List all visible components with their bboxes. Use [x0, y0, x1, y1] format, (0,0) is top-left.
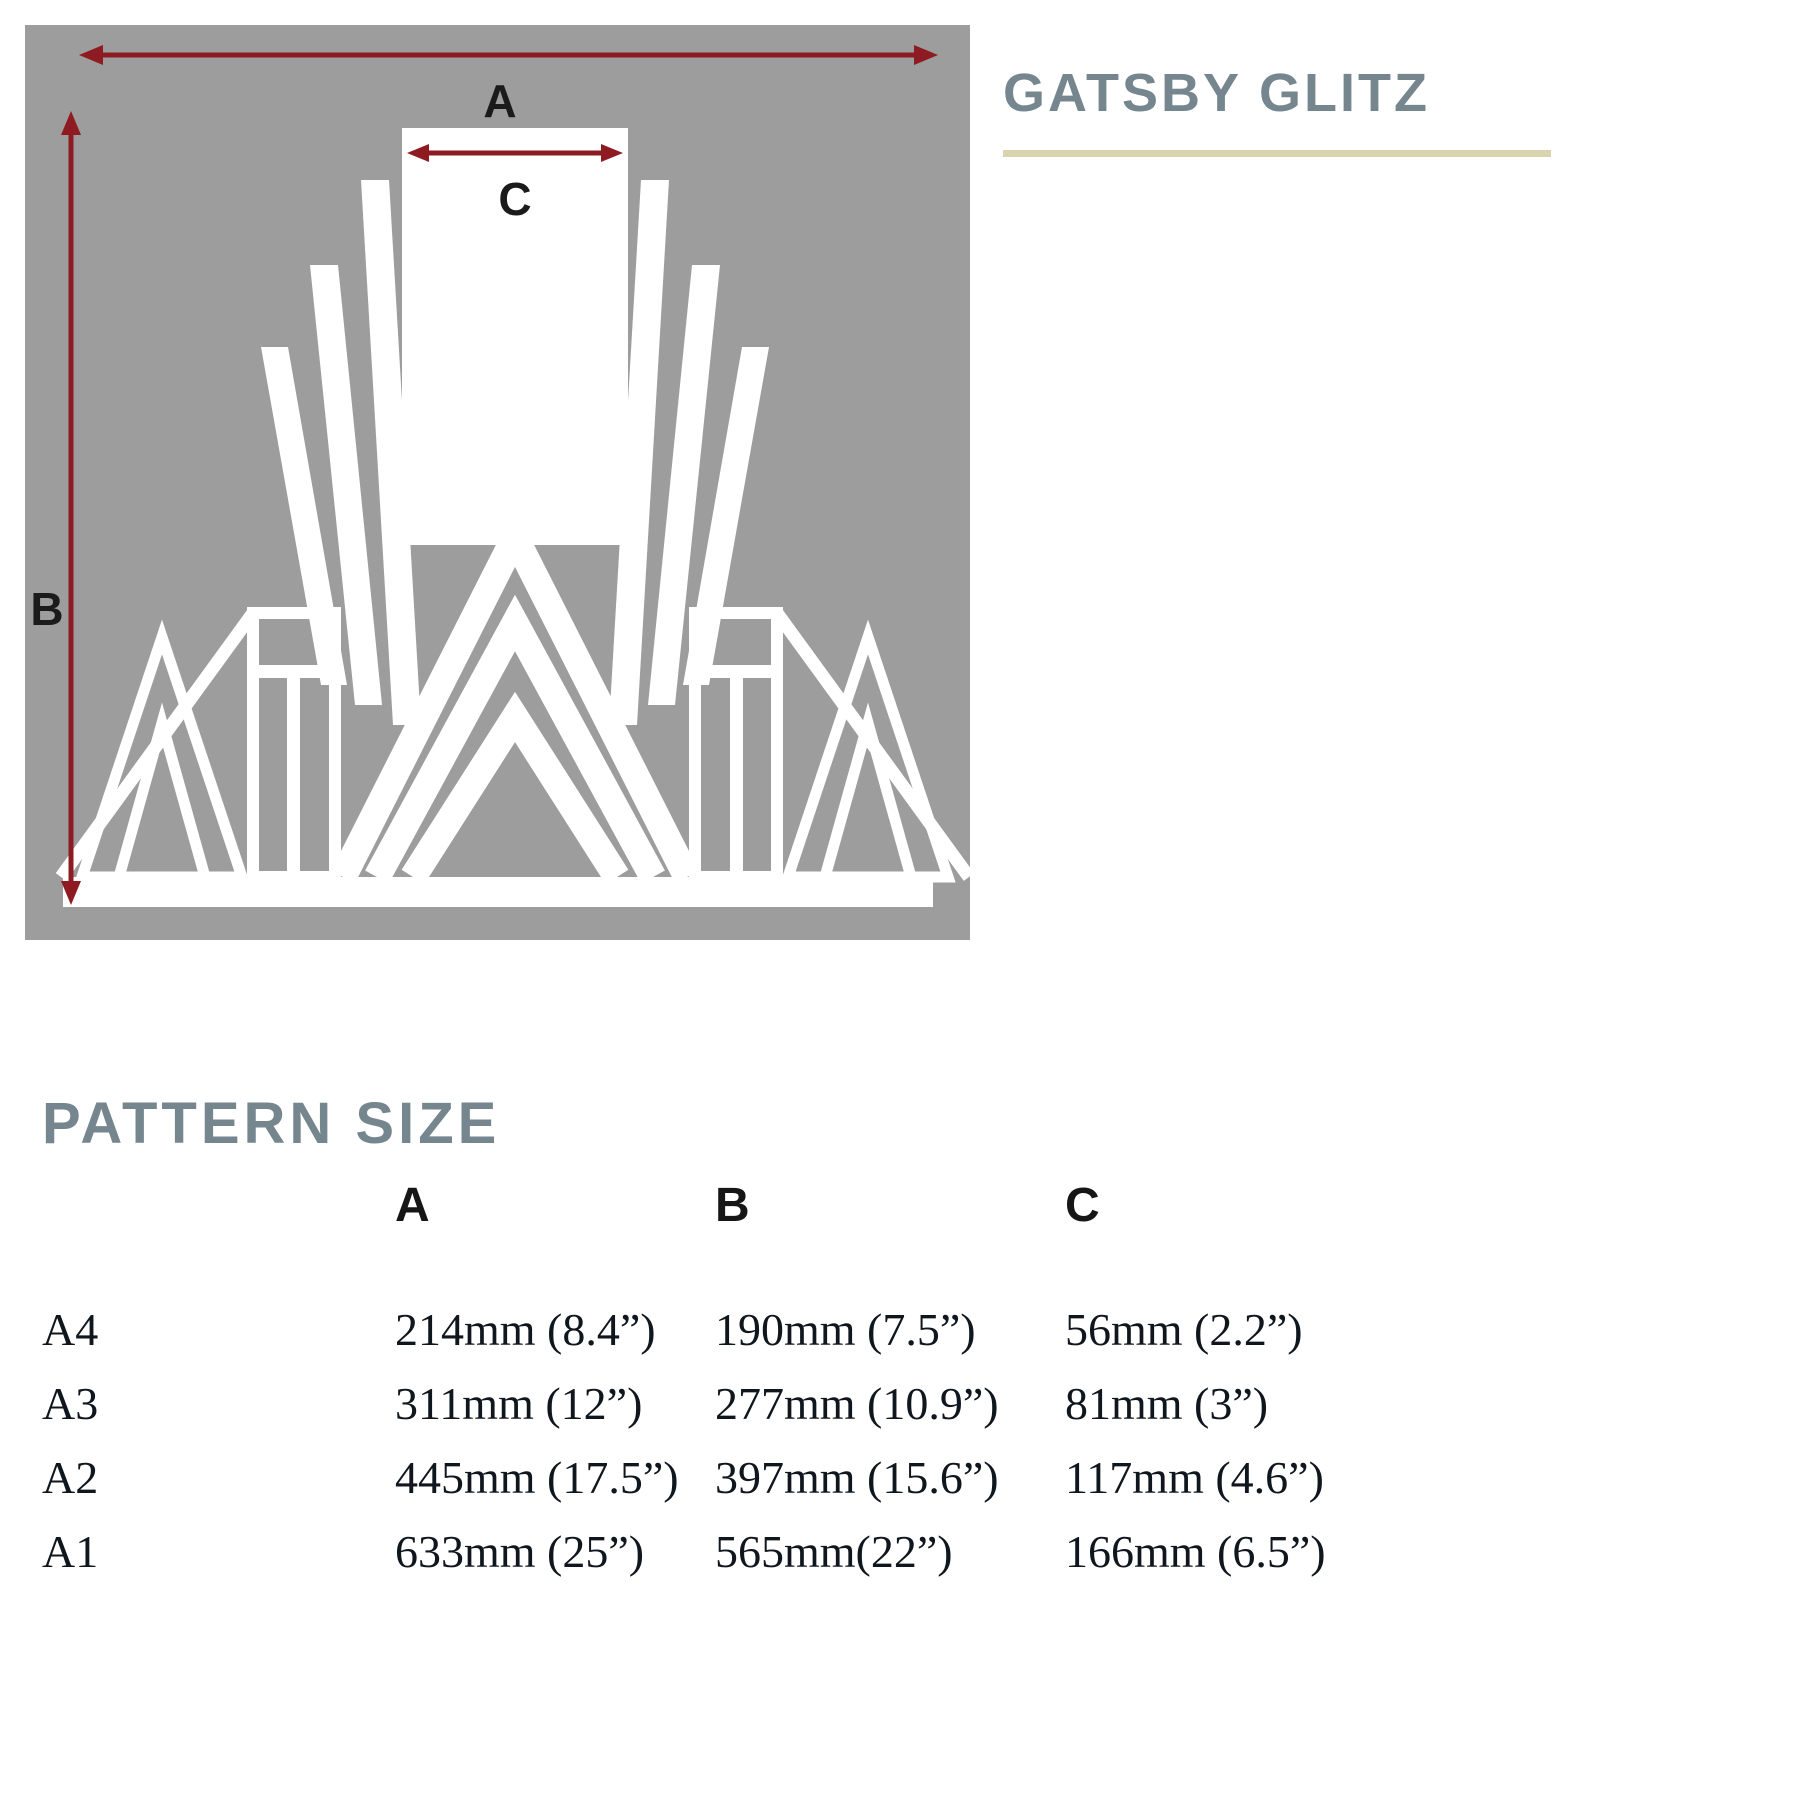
value-b: 565mm(22”)	[715, 1526, 953, 1577]
value-b: 190mm (7.5”)	[715, 1304, 976, 1355]
art-deco-diagram: A C B	[25, 25, 970, 940]
table-row: A2 445mm (17.5”) 397mm (15.6”) 117mm (4.…	[42, 1441, 1572, 1515]
title-block: GATSBY GLITZ	[1003, 62, 1563, 157]
table-row: A4 214mm (8.4”) 190mm (7.5”) 56mm (2.2”)	[42, 1293, 1572, 1367]
dimension-label-c: C	[498, 173, 531, 225]
value-a: 214mm (8.4”)	[395, 1304, 656, 1355]
value-a: 633mm (25”)	[395, 1526, 645, 1577]
dimension-arrow-a	[79, 45, 938, 65]
pattern-diagram-panel: A C B	[25, 25, 970, 940]
dimension-label-b: B	[30, 583, 63, 635]
page-title: GATSBY GLITZ	[1003, 63, 1430, 123]
column-header-c: C	[1065, 1179, 1100, 1232]
pattern-size-heading: PATTERN SIZE	[42, 1091, 501, 1156]
value-c: 117mm (4.6”)	[1065, 1452, 1324, 1503]
value-c: 81mm (3”)	[1065, 1378, 1269, 1429]
pattern-central-column	[402, 128, 628, 545]
title-underline	[1003, 150, 1551, 157]
row-label: A4	[42, 1304, 99, 1355]
pattern-baseline	[63, 877, 933, 907]
pattern-size-table: A B C A4 214mm (8.4”) 190mm (7.5”) 56mm …	[42, 1178, 1572, 1589]
row-label: A3	[42, 1378, 99, 1429]
dimension-arrow-b	[61, 111, 81, 905]
value-c: 56mm (2.2”)	[1065, 1304, 1303, 1355]
row-label: A1	[42, 1526, 99, 1577]
pattern-chevrons	[330, 507, 700, 885]
column-header-a: A	[395, 1179, 430, 1232]
dimension-label-a: A	[483, 75, 516, 127]
row-label: A2	[42, 1452, 99, 1503]
value-b: 277mm (10.9”)	[715, 1378, 999, 1429]
column-header-b: B	[715, 1179, 750, 1232]
table-row: A3 311mm (12”) 277mm (10.9”) 81mm (3”)	[42, 1367, 1572, 1441]
dimension-arrow-c	[407, 144, 623, 162]
value-b: 397mm (15.6”)	[715, 1452, 999, 1503]
value-a: 311mm (12”)	[395, 1378, 643, 1429]
value-c: 166mm (6.5”)	[1065, 1526, 1326, 1577]
value-a: 445mm (17.5”)	[395, 1452, 679, 1503]
table-row: A1 633mm (25”) 565mm(22”) 166mm (6.5”)	[42, 1515, 1572, 1589]
table-header-row: A B C	[42, 1178, 1572, 1233]
